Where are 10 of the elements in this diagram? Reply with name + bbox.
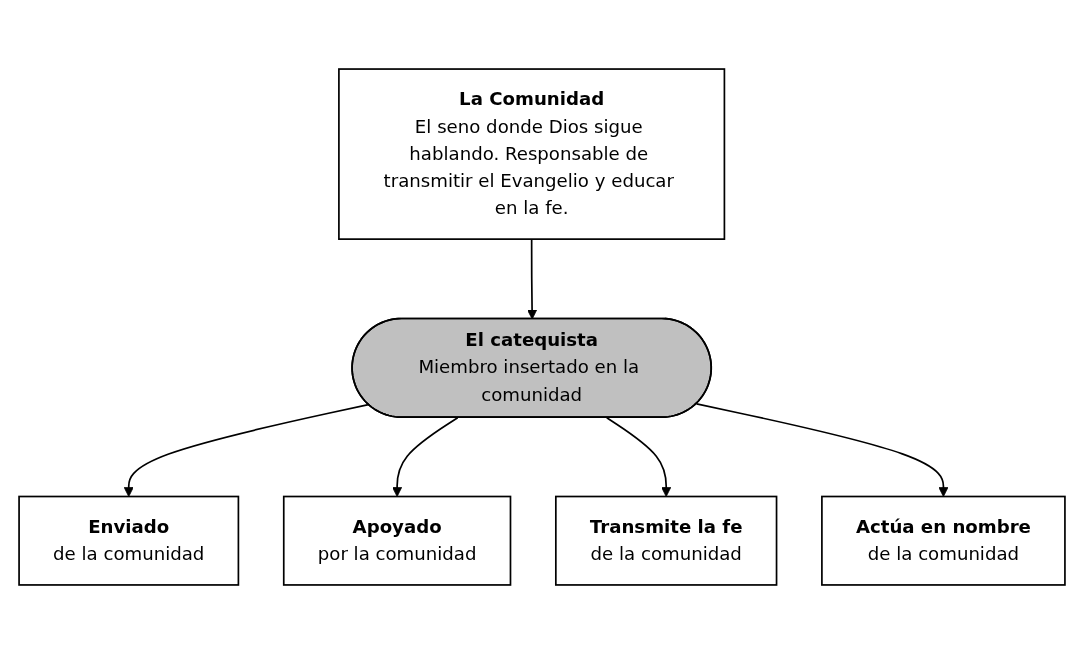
arrow: [123, 403, 370, 497]
arrow: [605, 416, 672, 497]
arrow: [527, 238, 538, 320]
node-box: Apoyado por la comunidad: [282, 495, 512, 586]
arrow: [392, 416, 459, 497]
node-box: Actúa en nombre de la comunidad: [821, 495, 1066, 586]
arrow: [695, 403, 949, 497]
node-box: Transmite la fe de la comunidad: [555, 495, 778, 586]
node-box: La Comunidad El seno donde Dios sigue hablando. Responsable de transmitir el Evangelio y educar en la fe.: [338, 68, 726, 240]
node-box: Enviado de la comunidad: [18, 495, 240, 586]
